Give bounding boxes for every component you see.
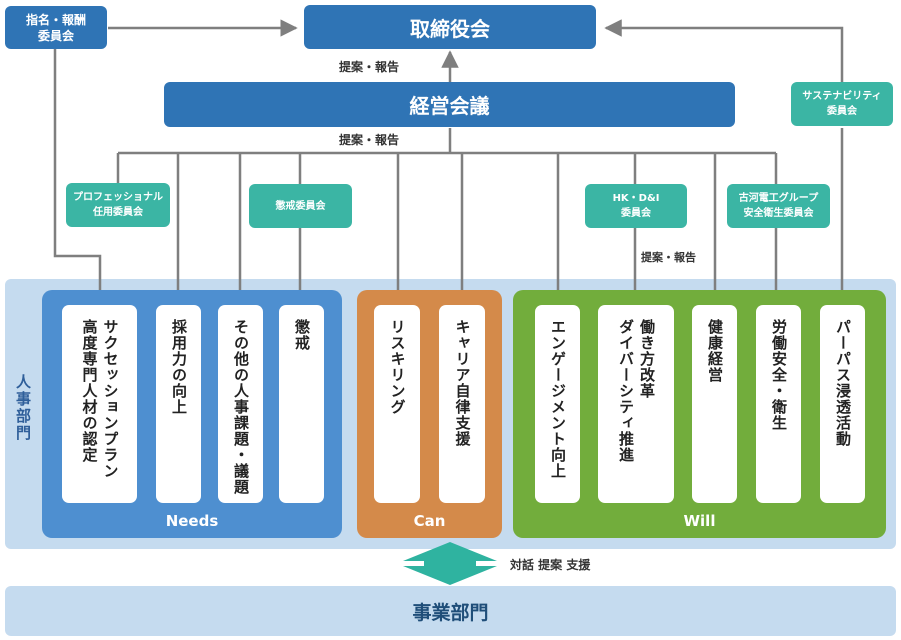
card-recruiting: 採用力の向上: [156, 305, 201, 503]
sustainability-to-board-arrow: [604, 19, 844, 82]
labor-safety-text: 労働安全・衛生: [770, 319, 788, 431]
report-label-hkdi: 提案・報告: [641, 251, 696, 264]
board-of-directors-box: 取締役会: [304, 5, 596, 49]
engagement-text: エンゲージメント向上: [549, 319, 567, 479]
card-other-hr-issues: その他の人事課題・議題: [218, 305, 263, 503]
reskilling-text: リスキリング: [388, 319, 407, 415]
other-hr-issues-text: その他の人事課題・議題: [232, 319, 250, 495]
report-label-management: 提案・報告: [339, 133, 400, 147]
card-health-management: 健康経営: [692, 305, 737, 503]
card-labor-safety: 労働安全・衛生: [756, 305, 801, 503]
dialogue-double-arrow: [403, 542, 497, 585]
nomination-committee-line1: 指名・報酬: [25, 12, 86, 27]
nomination-committee-box: 指名・報酬 委員会: [5, 6, 107, 49]
will-title: Will: [683, 512, 716, 530]
professional-committee-line1: プロフェッショナル: [73, 192, 163, 203]
professional-committee-box: プロフェッショナル 任用委員会: [66, 183, 170, 227]
career-support-text: キャリア自律支援: [453, 319, 472, 447]
hkdi-committee-line1: HK・D&I: [612, 193, 660, 204]
nomination-committee-line2: 委員会: [37, 28, 74, 43]
disciplinary-committee-label: 懲戒委員会: [275, 200, 326, 212]
card-career-support: キャリア自律支援: [439, 305, 485, 503]
management-meeting-label: 経営会議: [409, 94, 490, 118]
workstyle-reform-text: 働き方改革: [638, 319, 656, 399]
safety-committee-line2: 安全衛生委員会: [743, 208, 814, 219]
business-department-label: 事業部門: [412, 601, 489, 624]
business-department-area: 事業部門: [5, 586, 896, 636]
card-reskilling: リスキリング: [374, 305, 420, 503]
diversity-promotion-text: ダイバーシティ推進: [617, 319, 635, 463]
safety-committee-line1: 古河電工グループ: [738, 193, 819, 204]
card-succession-plan: サクセッションプラン 高度専門人材の認定: [62, 305, 137, 503]
sustainability-committee-box: サステナビリティ 委員会: [791, 82, 893, 126]
card-workstyle-diversity: 働き方改革 ダイバーシティ推進: [598, 305, 674, 503]
hkdi-committee-line2: 委員会: [621, 208, 651, 219]
can-title: Can: [413, 512, 446, 530]
board-of-directors-label: 取締役会: [410, 16, 490, 41]
safety-committee-box: 古河電工グループ 安全衛生委員会: [727, 184, 830, 228]
card-purpose: パーパス浸透活動: [820, 305, 865, 503]
discipline-text: 懲戒: [293, 319, 311, 351]
disciplinary-committee-box: 懲戒委員会: [249, 184, 352, 228]
management-meeting-box: 経営会議: [164, 82, 735, 127]
succession-plan-text: サクセッションプラン: [101, 319, 120, 479]
purpose-text: パーパス浸透活動: [834, 319, 852, 447]
sustainability-committee-line1: サステナビリティ: [802, 91, 882, 102]
dialogue-label: 対話 提案 支援: [510, 558, 591, 572]
nomination-to-succession-line: [53, 49, 102, 300]
sustainability-committee-line2: 委員会: [827, 106, 857, 117]
hr-department-label: 人事部門: [14, 374, 32, 442]
professional-committee-line2: 任用委員会: [93, 207, 143, 218]
needs-title: Needs: [165, 512, 219, 530]
hkdi-committee-box: HK・D&I 委員会: [585, 184, 687, 228]
card-discipline: 懲戒: [279, 305, 324, 503]
card-engagement: エンゲージメント向上: [535, 305, 580, 503]
specialist-certification-text: 高度専門人材の認定: [80, 319, 99, 463]
recruiting-text: 採用力の向上: [170, 319, 188, 415]
health-management-text: 健康経営: [706, 319, 724, 383]
report-label-board: 提案・報告: [339, 60, 400, 74]
